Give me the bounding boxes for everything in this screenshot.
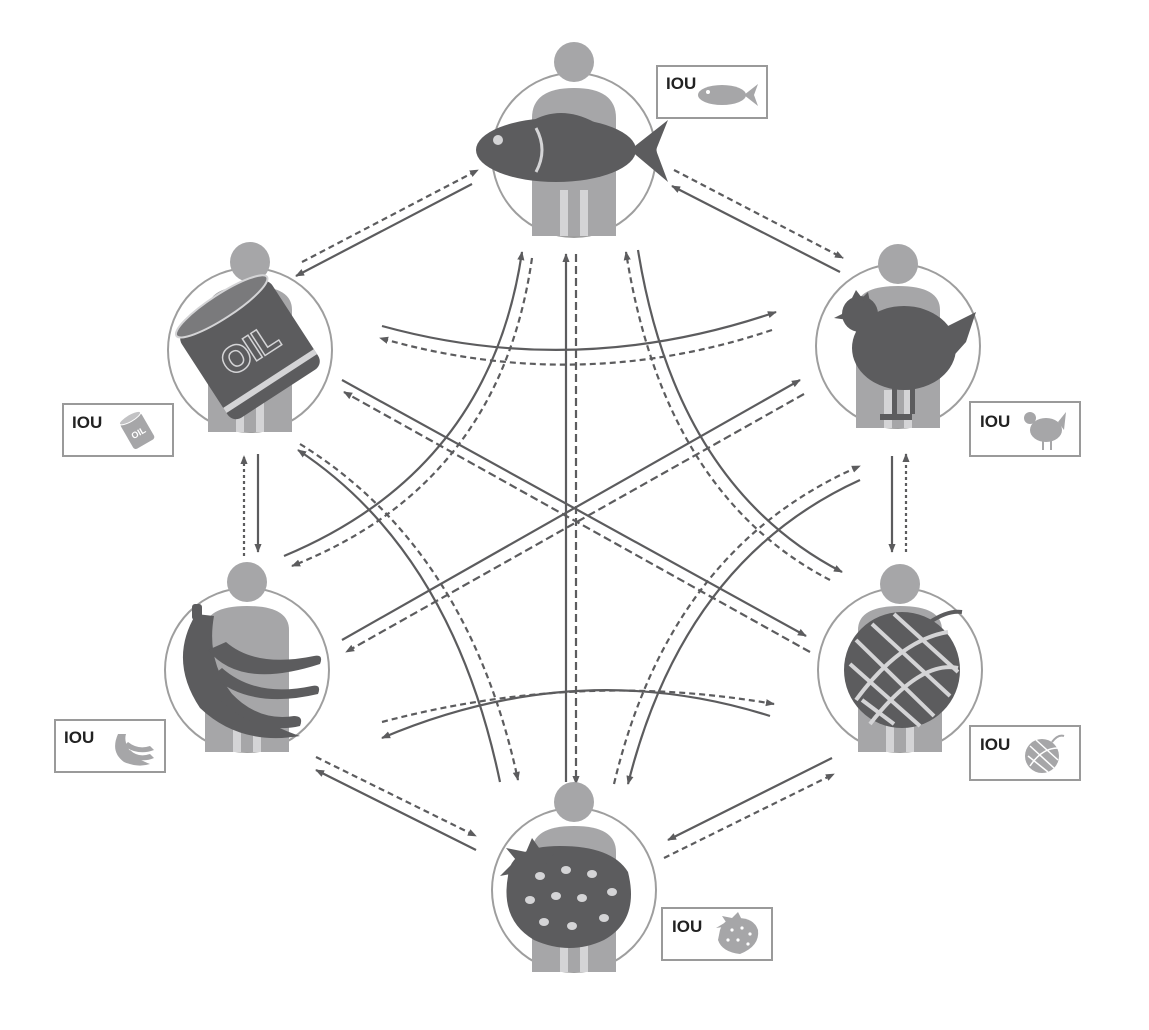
exchange-bananas-chicken (341, 379, 805, 653)
exchange-arrows (240, 169, 910, 859)
goods-arrow (636, 249, 843, 573)
person-legs (256, 396, 264, 432)
exchange-bananas-yarn (381, 689, 775, 740)
iou-label: IOU (666, 74, 696, 93)
person-legs (884, 390, 892, 428)
person-legs (560, 936, 568, 972)
goods-arrow (381, 310, 777, 351)
iou-note-bananas: IOU (54, 719, 166, 773)
iou-arrow (623, 251, 831, 581)
iou-arrow (345, 393, 805, 653)
bananas-icon (182, 604, 322, 739)
person-oil: OIL (167, 242, 333, 433)
oil-can-icon: OIL (174, 274, 320, 420)
iou-arrow (379, 328, 773, 366)
person-head (554, 42, 594, 82)
fish-icon (476, 113, 668, 182)
iou-arrow (381, 689, 775, 724)
yarn-ball-icon (1025, 734, 1065, 773)
person-legs (580, 936, 588, 972)
exchange-oil-strawberry (297, 443, 520, 783)
person-legs (904, 390, 912, 428)
exchange-oil-bananas (240, 454, 262, 556)
exchange-oil-yarn (341, 379, 811, 653)
person-bananas (164, 562, 330, 753)
fish-icon (698, 84, 758, 106)
iou-label: IOU (72, 413, 102, 432)
person-legs (906, 712, 914, 752)
iou-arrow (291, 257, 534, 568)
iou-label: IOU (980, 412, 1010, 431)
person-fish (476, 42, 668, 238)
iou-arrow (663, 773, 835, 859)
person-head (227, 562, 267, 602)
exchange-fish-oil (295, 169, 479, 277)
goods-arrow (671, 185, 841, 273)
exchange-fish-bananas (283, 251, 534, 568)
person-legs (886, 712, 894, 752)
person-head (230, 242, 270, 282)
person-legs (233, 714, 241, 752)
iou-note-chicken: IOU (969, 401, 1081, 457)
exchange-strawberry-yarn (663, 757, 835, 859)
oil-can-icon: OIL (118, 410, 155, 450)
exchange-strawberry-bananas (315, 756, 477, 851)
iou-note-fish: IOU (656, 65, 768, 119)
iou-note-oil: IOU OIL (62, 403, 174, 457)
chicken-icon (1024, 412, 1066, 450)
iou-label: IOU (672, 917, 702, 936)
goods-arrow (341, 379, 801, 641)
goods-arrow (295, 183, 473, 277)
person-chicken (815, 244, 981, 429)
exchange-oil-chicken (379, 310, 777, 366)
bananas-icon (115, 734, 154, 766)
exchange-chicken-strawberry (612, 464, 861, 785)
iou-note-yarn: IOU (969, 725, 1081, 781)
chicken-icon (834, 290, 976, 420)
goods-arrow (315, 769, 477, 851)
iou-arrow (301, 169, 479, 263)
person-legs (580, 190, 588, 236)
iou-note-strawberry: IOU (661, 907, 773, 961)
person-head (880, 564, 920, 604)
goods-arrow (297, 449, 502, 783)
iou-arrow (315, 756, 477, 837)
iou-note-border (62, 403, 174, 457)
person-strawberry (491, 782, 657, 973)
iou-arrow (673, 169, 844, 259)
person-legs (560, 190, 568, 236)
iou-label: IOU (64, 728, 94, 747)
strawberry-icon (500, 838, 631, 948)
iou-arrow (343, 391, 811, 653)
exchange-fish-chicken (671, 169, 844, 273)
person-head (878, 244, 918, 284)
goods-arrow (667, 757, 833, 841)
goods-arrow (283, 251, 525, 558)
yarn-ball-icon (844, 609, 963, 728)
person-head (554, 782, 594, 822)
exchange-chicken-yarn (888, 453, 910, 553)
person-yarn (817, 564, 983, 753)
iou-arrow (612, 464, 861, 785)
exchange-fish-strawberry (562, 253, 580, 785)
iou-label: IOU (980, 735, 1010, 754)
goods-arrow (626, 478, 861, 785)
strawberry-icon (716, 912, 759, 954)
iou-arrow (299, 443, 520, 781)
exchange-fish-yarn (623, 249, 843, 581)
